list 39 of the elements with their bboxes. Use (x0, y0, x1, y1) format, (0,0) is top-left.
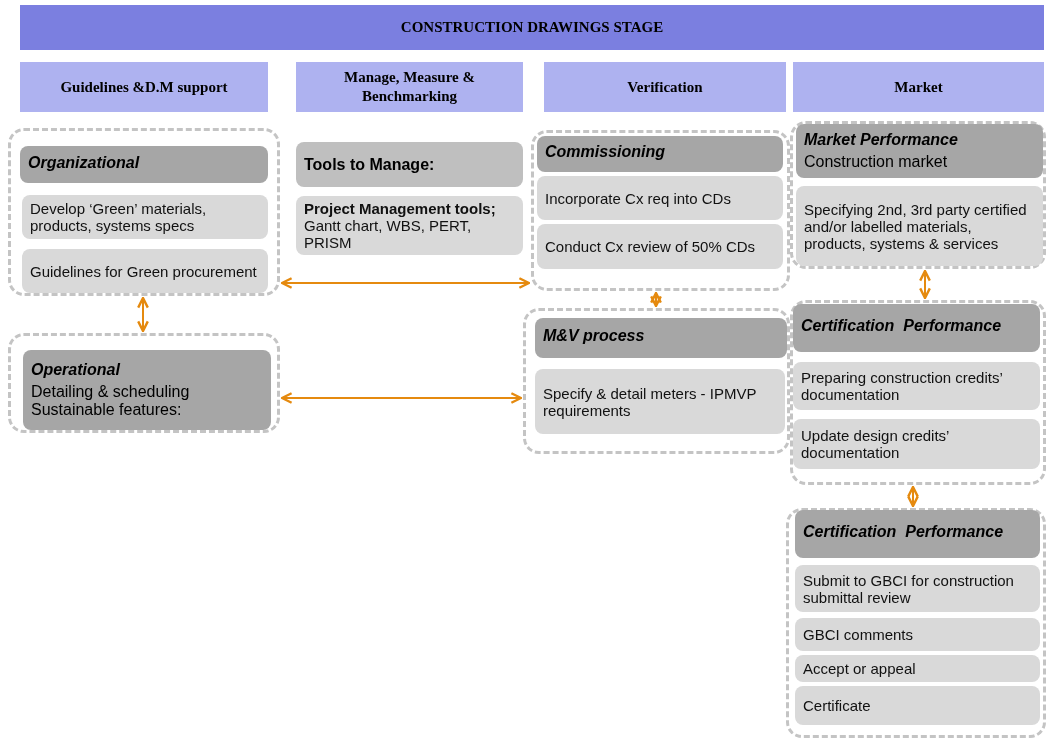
task-box: GBCI comments (795, 618, 1040, 651)
section-header: Operational Detailing & scheduling Sustainable features: (23, 350, 271, 430)
task-box: Submit to GBCI for construction submittal review (795, 565, 1040, 612)
task-box: Specify & detail meters - IPMVP requirements (535, 369, 785, 434)
task-box: Conduct Cx review of 50% CDs (537, 224, 783, 269)
section-header: Certification Performance (795, 510, 1040, 558)
double-arrow (907, 485, 919, 508)
column-header: Guidelines &D.M support (20, 62, 268, 112)
column-header: Market (793, 62, 1044, 112)
double-arrow (137, 296, 149, 333)
task-box: Preparing construction credits’ documentation (793, 362, 1040, 410)
stage-title-bar: CONSTRUCTION DRAWINGS STAGE (20, 5, 1044, 50)
section-header: Certification Performance (793, 304, 1040, 352)
section-header: Organizational (20, 146, 268, 183)
section-header: M&V process (535, 318, 787, 358)
double-arrow (650, 291, 662, 308)
double-arrow (280, 277, 531, 289)
section-header: Commissioning (537, 136, 783, 172)
section-header: Market Performance Construction market (796, 124, 1043, 178)
double-arrow (919, 269, 931, 300)
dashed-group-frame (790, 121, 1046, 269)
column-header: Manage, Measure & Benchmarking (296, 62, 523, 112)
dashed-group-frame (786, 508, 1046, 738)
dashed-group-frame (8, 333, 280, 433)
task-box: Project Management tools; Gantt chart, WBS, PERT, PRISM (296, 196, 523, 255)
task-box: Guidelines for Green procurement (22, 249, 268, 293)
column-header: Verification (544, 62, 786, 112)
double-arrow (280, 392, 523, 404)
task-box: Certificate (795, 686, 1040, 725)
task-box: Specifying 2nd, 3rd party certified and/or labelled materials, products, systems & services (796, 186, 1043, 266)
task-box: Develop ‘Green’ materials, products, systems specs (22, 195, 268, 239)
task-box: Accept or appeal (795, 655, 1040, 682)
section-header: Tools to Manage: (296, 142, 523, 187)
dashed-group-frame (790, 300, 1046, 485)
dashed-group-frame (523, 308, 790, 454)
task-box: Incorporate Cx req into CDs (537, 176, 783, 220)
task-box: Update design credits’ documentation (793, 419, 1040, 469)
dashed-group-frame (8, 128, 280, 296)
dashed-group-frame (531, 130, 790, 291)
